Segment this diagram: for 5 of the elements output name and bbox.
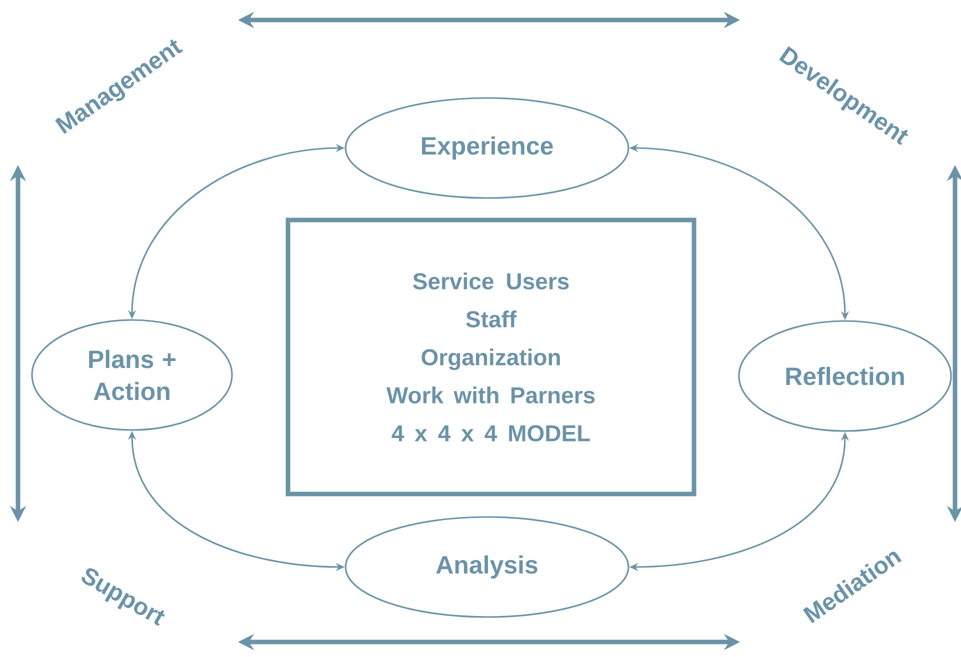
ellipse-node: Plans + Action: [31, 319, 233, 431]
ellipse-node: Analysis: [344, 516, 630, 618]
ellipse-node: Reflection: [738, 320, 952, 432]
content-box: Service Users Staff Organization Work with Parners 4 x 4 x 4 MODEL: [286, 218, 696, 496]
ellipse-node: Experience: [344, 97, 630, 199]
